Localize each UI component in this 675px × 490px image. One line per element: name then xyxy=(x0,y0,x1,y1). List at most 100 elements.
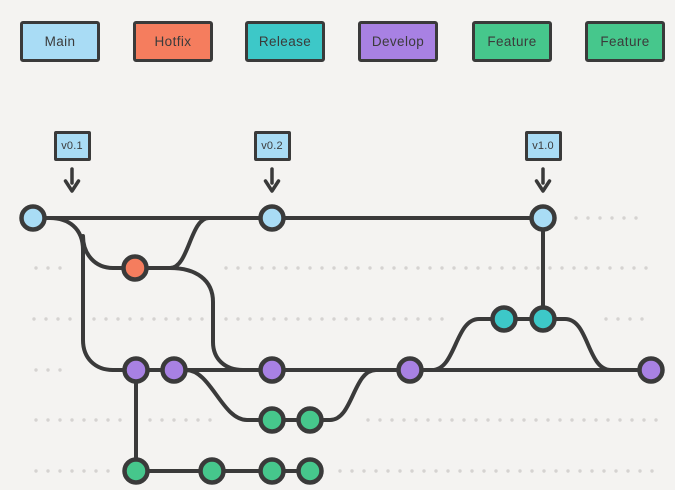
tag-arrow-icon xyxy=(263,167,281,193)
lane-dot xyxy=(494,469,498,473)
legend-label: Release xyxy=(258,34,312,49)
legend-label: Hotfix xyxy=(154,34,192,49)
lane-dot xyxy=(248,266,252,270)
lane-dot xyxy=(522,418,526,422)
lane-dot xyxy=(476,266,480,270)
lane-dot xyxy=(184,418,188,422)
lane-dot xyxy=(128,317,132,321)
lane-dot xyxy=(196,418,200,422)
lane-dot xyxy=(582,418,586,422)
lane-dot xyxy=(428,317,432,321)
lane-dot xyxy=(596,266,600,270)
lane-dot xyxy=(308,266,312,270)
lane-dot xyxy=(416,266,420,270)
lane-dot xyxy=(614,469,618,473)
lane-dot xyxy=(208,418,212,422)
lane-dot xyxy=(410,469,414,473)
lane-dot xyxy=(248,317,252,321)
commit-main xyxy=(19,204,47,232)
lane-dot xyxy=(34,266,38,270)
commit-feature xyxy=(296,457,324,485)
commit-release xyxy=(490,305,518,333)
lane-dot xyxy=(404,317,408,321)
lane-dot xyxy=(296,317,300,321)
lane-dot xyxy=(272,317,276,321)
commit-feature xyxy=(258,457,286,485)
lane-dot xyxy=(404,266,408,270)
lane-dot xyxy=(46,418,50,422)
lane-dot xyxy=(284,266,288,270)
lane-dot xyxy=(542,469,546,473)
lane-dot xyxy=(272,266,276,270)
lane-dot xyxy=(70,469,74,473)
lane-dot xyxy=(58,368,62,372)
lane-dot xyxy=(554,469,558,473)
lane-dot xyxy=(498,418,502,422)
edge-branch-hotfix xyxy=(81,234,142,270)
lane-dot xyxy=(638,469,642,473)
commit-develop xyxy=(122,356,150,384)
lane-dot xyxy=(236,317,240,321)
commit-develop xyxy=(396,356,424,384)
lane-dot xyxy=(390,418,394,422)
lane-dot xyxy=(438,418,442,422)
lane-dot xyxy=(440,317,444,321)
lane-dot xyxy=(338,469,342,473)
lane-dot xyxy=(152,317,156,321)
lane-dot xyxy=(380,266,384,270)
commit-feature xyxy=(198,457,226,485)
lane-dot xyxy=(584,266,588,270)
lane-dot xyxy=(642,418,646,422)
lane-dot xyxy=(188,317,192,321)
lane-dot xyxy=(70,418,74,422)
legend-item-main: Main xyxy=(20,21,100,62)
edge-hotfix-merge-develop xyxy=(168,266,245,372)
lane-dot xyxy=(578,469,582,473)
legend-item-feature-1: Feature xyxy=(472,21,552,62)
lane-dot xyxy=(602,469,606,473)
lane-dot xyxy=(654,418,658,422)
lane-dot xyxy=(44,317,48,321)
lane-dot xyxy=(46,266,50,270)
lane-dot xyxy=(548,266,552,270)
lane-dot xyxy=(368,266,372,270)
lane-dot xyxy=(58,418,62,422)
lane-dot xyxy=(486,418,490,422)
lane-dot xyxy=(470,469,474,473)
edge-release-branch-merge xyxy=(408,317,613,372)
lane-dot xyxy=(606,418,610,422)
lane-dot xyxy=(482,469,486,473)
legend-item-develop: Develop xyxy=(358,21,438,62)
lane-dot xyxy=(426,418,430,422)
lane-dot xyxy=(260,317,264,321)
lane-dot xyxy=(332,266,336,270)
edge-main-branch-develop xyxy=(48,216,142,372)
lane-dot xyxy=(308,317,312,321)
lane-dot xyxy=(344,317,348,321)
lane-dot xyxy=(452,266,456,270)
lane-dot xyxy=(118,418,122,422)
lane-dot xyxy=(630,418,634,422)
lane-dot xyxy=(58,266,62,270)
commit-main xyxy=(258,204,286,232)
lane-dot xyxy=(320,266,324,270)
lane-dot xyxy=(586,216,590,220)
lane-dot xyxy=(106,469,110,473)
lane-dot xyxy=(46,469,50,473)
tag-arrow-icon xyxy=(534,167,552,193)
lane-dot xyxy=(518,469,522,473)
lane-dot xyxy=(344,266,348,270)
lane-dot xyxy=(380,317,384,321)
lane-dot xyxy=(392,317,396,321)
lane-dot xyxy=(224,317,228,321)
lane-dot xyxy=(160,418,164,422)
lane-dot xyxy=(604,317,608,321)
lane-dot xyxy=(622,216,626,220)
lane-dot xyxy=(374,469,378,473)
lane-dot xyxy=(46,368,50,372)
edge-hotfix-merge-main xyxy=(134,216,211,270)
lane-dot xyxy=(474,418,478,422)
lane-dot xyxy=(368,317,372,321)
